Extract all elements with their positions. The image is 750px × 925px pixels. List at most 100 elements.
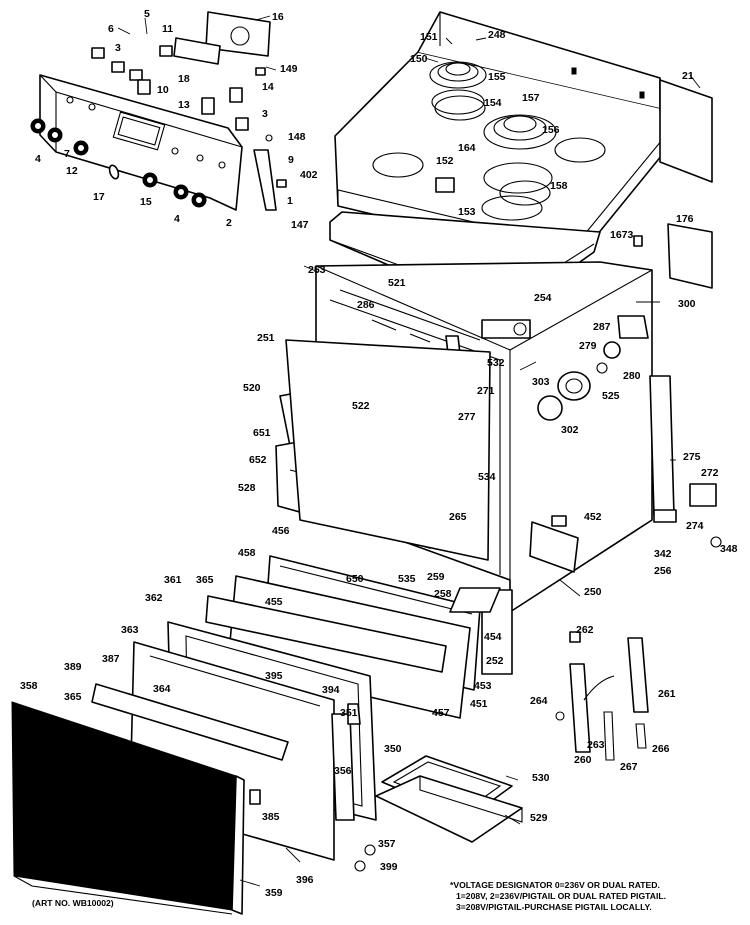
callout: 286 <box>357 299 375 311</box>
callout: 256 <box>654 565 672 577</box>
callout: 528 <box>238 482 256 494</box>
callout: 359 <box>265 887 283 899</box>
callout: 4 <box>174 213 180 225</box>
callout: 1673 <box>610 229 634 241</box>
voltage-note-line: 1=208V, 2=236V/PIGTAIL OR DUAL RATED PIG… <box>456 891 666 901</box>
art-number: (ART NO. WB10002) <box>32 898 114 908</box>
callout: 157 <box>522 92 540 104</box>
callout: 348 <box>720 543 738 555</box>
callout: 521 <box>388 277 406 289</box>
oven-knobs-and-receptacle <box>537 341 621 421</box>
callout: 258 <box>434 588 452 600</box>
callout: 3 <box>262 108 268 120</box>
callout: 274 <box>686 520 704 532</box>
callout: 389 <box>64 661 82 673</box>
voltage-note-line: *VOLTAGE DESIGNATOR 0=236V OR DUAL RATED… <box>450 880 660 890</box>
callout: 277 <box>458 411 476 423</box>
callout: 456 <box>272 525 290 537</box>
callout: 154 <box>484 97 502 109</box>
callout: 358 <box>20 680 38 692</box>
callout: 9 <box>288 154 294 166</box>
callout: 457 <box>432 707 450 719</box>
broiler-drawer-front <box>205 555 513 719</box>
callout: 394 <box>322 684 340 696</box>
surface-burners <box>429 61 557 221</box>
callout: 275 <box>683 451 701 463</box>
callout: 264 <box>530 695 548 707</box>
callout: 153 <box>458 206 476 218</box>
callout: 152 <box>436 155 454 167</box>
callout: 452 <box>584 511 602 523</box>
leader-lines <box>117 15 701 887</box>
broiler-pans <box>375 755 523 843</box>
callout: 287 <box>593 321 611 333</box>
callout: 150 <box>410 53 428 65</box>
callout: 151 <box>420 31 438 43</box>
callout: 455 <box>265 596 283 608</box>
callout: 395 <box>265 670 283 682</box>
callout: 402 <box>300 169 318 181</box>
callout-labels: 5 6 11 16 3 149 18 10 14 13 4 7 12 17 15… <box>20 8 738 899</box>
callout: 300 <box>678 298 696 310</box>
callout: 252 <box>486 655 504 667</box>
callout: 155 <box>488 71 506 83</box>
callout: 263 <box>587 739 605 751</box>
callout: 267 <box>620 761 638 773</box>
callout: 262 <box>576 624 594 636</box>
callout: 385 <box>262 811 280 823</box>
callout: 399 <box>380 861 398 873</box>
callout: 266 <box>652 743 670 755</box>
callout: 365 <box>196 574 214 586</box>
callout: 303 <box>532 376 550 388</box>
callout: 652 <box>249 454 267 466</box>
callout: 453 <box>474 680 492 692</box>
side-panel-176 <box>633 223 713 289</box>
callout: 4 <box>35 153 41 165</box>
callout: 10 <box>157 84 169 96</box>
callout: 156 <box>542 124 560 136</box>
callout: 342 <box>654 548 672 560</box>
callout: 1 <box>287 195 293 207</box>
callout: 650 <box>346 573 364 585</box>
callout: 148 <box>288 131 306 143</box>
callout: 363 <box>121 624 139 636</box>
callout: 265 <box>449 511 467 523</box>
callout: 525 <box>602 390 620 402</box>
callout: 458 <box>238 547 256 559</box>
callout: 357 <box>378 838 396 850</box>
callout: 272 <box>701 467 719 479</box>
callout: 254 <box>534 292 552 304</box>
callout: 253 <box>308 264 326 276</box>
callout: 529 <box>530 812 548 824</box>
callout: 535 <box>398 573 416 585</box>
callout: 534 <box>478 471 496 483</box>
callout: 250 <box>584 586 602 598</box>
callout: 21 <box>682 70 694 82</box>
callout: 15 <box>140 196 152 208</box>
callout: 302 <box>561 424 579 436</box>
callout: 651 <box>253 427 271 439</box>
callout: 351 <box>340 707 358 719</box>
callout: 6 <box>108 23 114 35</box>
callout: 362 <box>145 592 163 604</box>
callout: 7 <box>64 148 70 160</box>
callout: 2 <box>226 217 232 229</box>
callout: 18 <box>178 73 190 85</box>
callout: 251 <box>257 332 275 344</box>
oven-racks <box>275 339 491 561</box>
callout: 13 <box>178 99 190 111</box>
callout: 279 <box>579 340 597 352</box>
callout: 280 <box>623 370 641 382</box>
callout: 365 <box>64 691 82 703</box>
callout: 164 <box>458 142 476 154</box>
callout: 176 <box>676 213 694 225</box>
callout: 532 <box>487 357 505 369</box>
callout: 451 <box>470 698 488 710</box>
control-panel <box>39 74 243 211</box>
callout: 5 <box>144 8 150 20</box>
callout: 147 <box>291 219 309 231</box>
callout: 14 <box>262 81 274 93</box>
callout: 11 <box>162 23 173 35</box>
voltage-note-line: 3=208V/PIGTAIL-PURCHASE PIGTAIL LOCALLY. <box>456 902 652 912</box>
